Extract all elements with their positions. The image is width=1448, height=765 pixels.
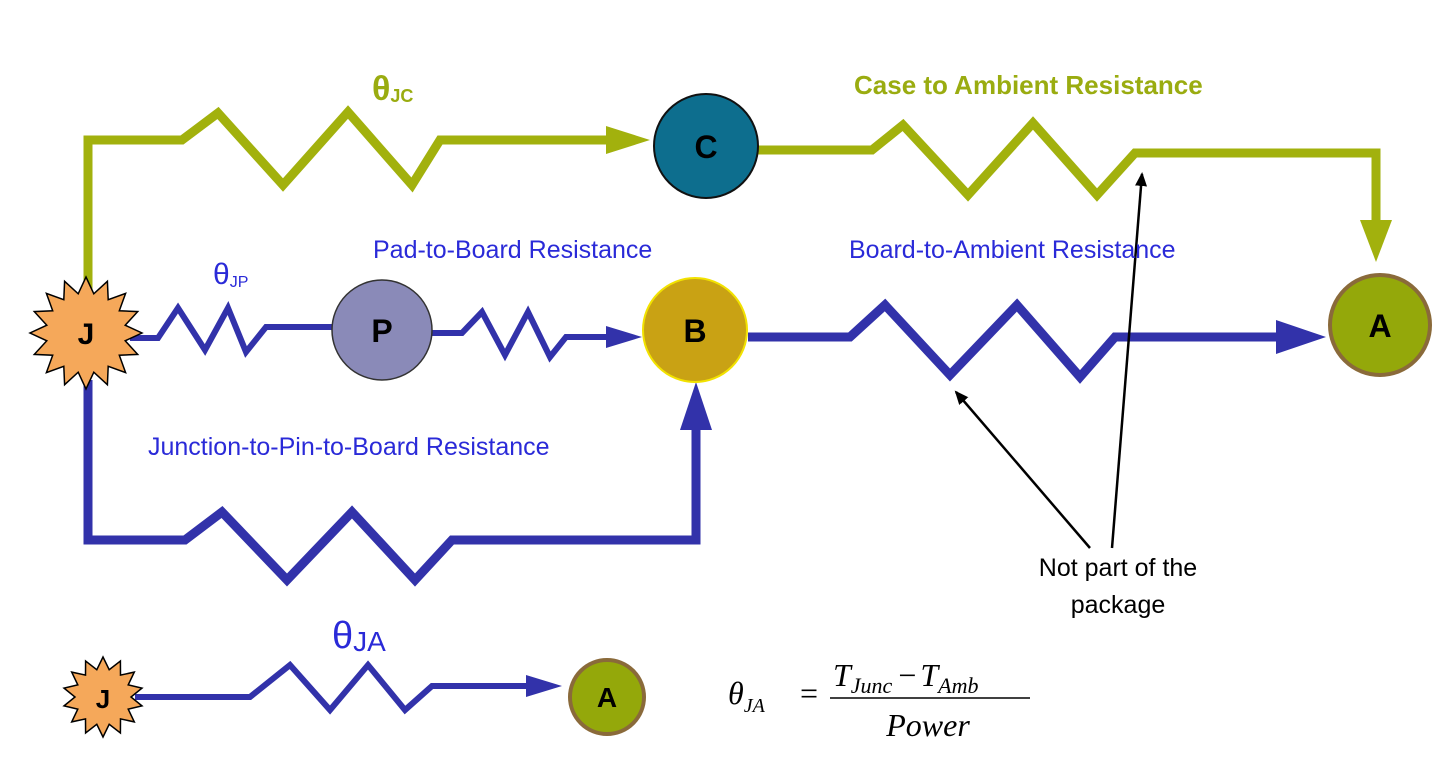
ambient-small-label: A: [597, 682, 617, 713]
case-arrowhead: [606, 126, 650, 154]
pad-node: P: [331, 279, 433, 381]
theta-ja-path: [135, 660, 562, 715]
junction-pin-board-path: [83, 380, 712, 587]
not-part-line1: Not part of the: [1039, 554, 1197, 582]
junction-to-case-wire: [83, 105, 622, 290]
ambient-node: A: [1328, 273, 1432, 377]
board-to-ambient-path: [748, 298, 1326, 384]
junction-to-pad-path: [130, 301, 332, 358]
formula-equals: =: [800, 675, 818, 711]
pad-to-board-label: Pad-to-Board Resistance: [373, 236, 652, 264]
case-node: C: [653, 93, 759, 199]
board-to-ambient-label: Board-to-Ambient Resistance: [849, 236, 1176, 264]
case-to-ambient-path: [758, 116, 1392, 262]
theta-jp-label: θJP: [213, 258, 248, 291]
ambient-small-node: A: [568, 658, 646, 736]
junction-label: J: [78, 318, 95, 351]
junction-node: J: [28, 275, 144, 391]
junction-small-star-icon: [62, 655, 144, 739]
junction-small-node: J: [62, 655, 144, 739]
annotation-arrow-case: [1110, 172, 1148, 549]
theta-ja-formula: θJA = TJunc−TAmb Power: [728, 657, 1030, 743]
annotation-arrow-board: [954, 390, 1091, 549]
formula-denominator: Power: [885, 707, 970, 743]
case-to-ambient-wire: [758, 116, 1381, 228]
theta-jc-label: θJC: [372, 70, 413, 108]
board-to-ambient-wire: [748, 298, 1284, 384]
pad-to-board-path: [432, 305, 642, 363]
pad-label: P: [371, 313, 392, 349]
ambient-top-arrowhead: [1360, 220, 1392, 262]
board-bottom-arrowhead: [680, 382, 712, 430]
case-label: C: [694, 129, 717, 165]
board-label: B: [683, 313, 706, 349]
junction-small-label: J: [96, 684, 110, 714]
theta-ja-label: θJA: [332, 615, 386, 657]
junction-to-case-path: [83, 105, 650, 290]
ambient-label: A: [1368, 308, 1391, 344]
annotation-arrows: [954, 172, 1148, 549]
formula-numerator: TJunc−TAmb: [833, 657, 979, 698]
formula-lhs: θJA: [728, 675, 766, 717]
theta-ja-arrowhead: [526, 675, 562, 697]
junction-pin-board-label: Junction-to-Pin-to-Board Resistance: [148, 433, 550, 461]
junction-star-icon: [28, 275, 144, 391]
pad-to-board-wire: [432, 305, 612, 363]
board-left-arrowhead: [606, 326, 642, 348]
not-part-line2: package: [1071, 591, 1166, 619]
board-node: B: [642, 277, 748, 383]
junction-to-pad-wire: [130, 301, 332, 358]
case-to-ambient-label: Case to Ambient Resistance: [854, 70, 1203, 100]
junction-pin-board-wire: [83, 380, 701, 587]
ambient-left-arrowhead: [1276, 320, 1326, 354]
theta-ja-wire: [135, 660, 530, 715]
